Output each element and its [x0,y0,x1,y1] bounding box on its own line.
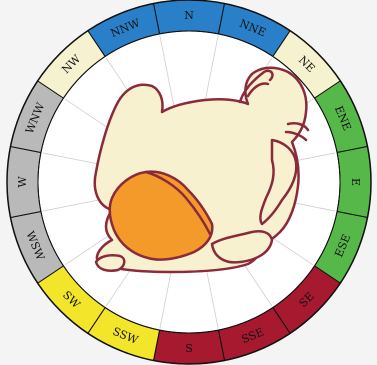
compass-label-s: S [185,342,193,355]
figure-foot [96,255,124,270]
compass-label-e: E [349,178,362,186]
compass-label-w: W [16,176,29,188]
compass-label-n: N [184,9,194,22]
